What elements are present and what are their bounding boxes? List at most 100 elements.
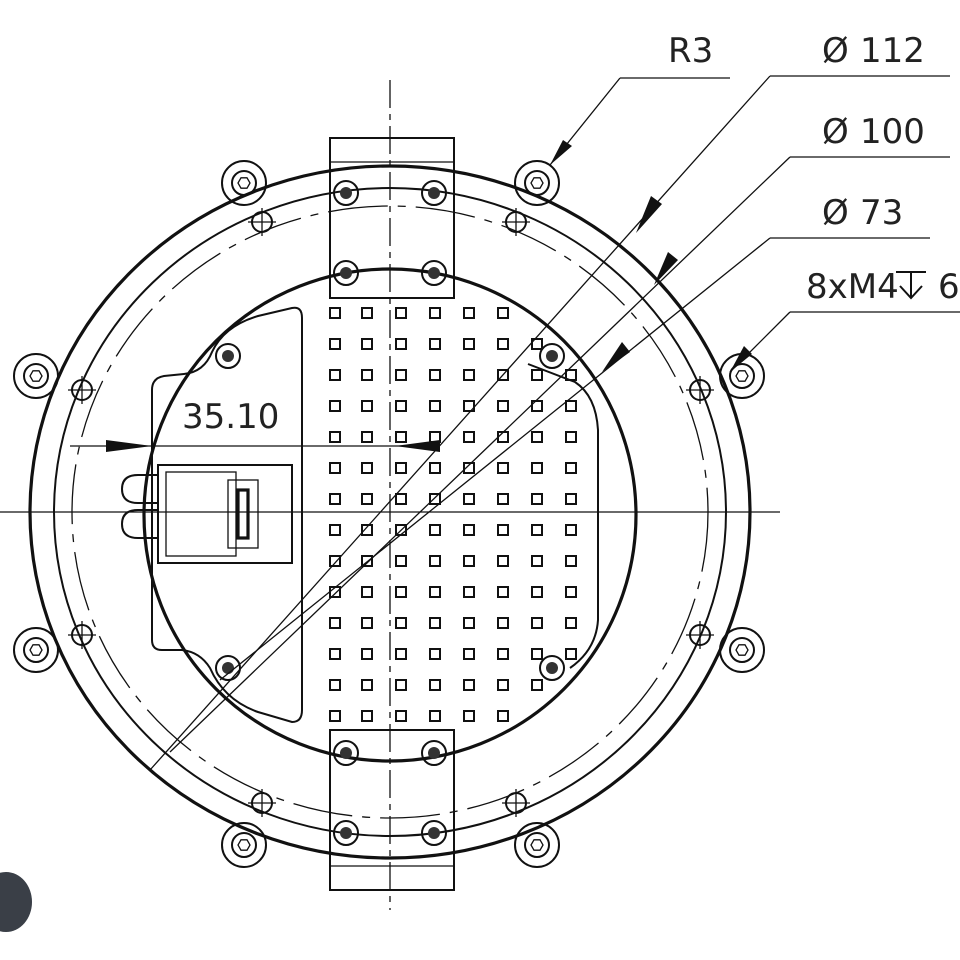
grid-cell bbox=[395, 307, 407, 319]
grid-cell bbox=[329, 710, 341, 722]
dia-mid-label: 100 bbox=[860, 112, 925, 152]
dia-symbol-73: Ø bbox=[822, 193, 849, 233]
screw-icon bbox=[333, 740, 359, 766]
screw-icon bbox=[421, 820, 447, 846]
depth-icon bbox=[896, 271, 926, 300]
grid-cell bbox=[329, 679, 341, 691]
grid-cell bbox=[395, 555, 407, 567]
screw-icon bbox=[333, 180, 359, 206]
mount-hole-icon bbox=[686, 621, 714, 649]
grid-cell bbox=[565, 586, 577, 598]
grid-cell bbox=[361, 648, 373, 660]
dia-inner-label: 73 bbox=[860, 193, 903, 233]
grid-cell bbox=[329, 555, 341, 567]
grid-cell bbox=[497, 338, 509, 350]
grid-cell bbox=[429, 307, 441, 319]
grid-cell bbox=[429, 586, 441, 598]
grid-cell bbox=[429, 493, 441, 505]
grid-cell bbox=[565, 493, 577, 505]
grid-cell bbox=[565, 462, 577, 474]
grid-cell bbox=[395, 369, 407, 381]
grid-cell bbox=[361, 555, 373, 567]
grid-cell bbox=[565, 400, 577, 412]
grid-cell bbox=[497, 307, 509, 319]
grid-cell bbox=[531, 462, 543, 474]
grid-cell bbox=[329, 369, 341, 381]
grid-cell bbox=[497, 648, 509, 660]
grid-cell bbox=[531, 679, 543, 691]
grid-cell bbox=[497, 555, 509, 567]
radius-label: R3 bbox=[668, 31, 713, 71]
grid-cell bbox=[497, 710, 509, 722]
grid-cell bbox=[531, 617, 543, 629]
grid-cell bbox=[429, 338, 441, 350]
grid-cell bbox=[497, 369, 509, 381]
bolt-hole-icon bbox=[13, 353, 59, 399]
bolt-hole-icon bbox=[514, 160, 560, 206]
grid-cell bbox=[329, 462, 341, 474]
inner-plate bbox=[142, 267, 638, 763]
screw-icon bbox=[215, 343, 241, 369]
mount-hole-icon bbox=[68, 376, 96, 404]
grid-cell bbox=[395, 431, 407, 443]
grid-cell bbox=[531, 493, 543, 505]
grid-cell bbox=[395, 462, 407, 474]
grid-cell bbox=[429, 462, 441, 474]
grid-cell bbox=[531, 555, 543, 567]
grid-cell bbox=[463, 338, 475, 350]
grid-cell bbox=[329, 400, 341, 412]
grid-cell bbox=[497, 617, 509, 629]
grid-cell bbox=[395, 648, 407, 660]
grid-cell bbox=[497, 586, 509, 598]
mount-hole-icon bbox=[502, 789, 530, 817]
bolt-hole-icon bbox=[221, 822, 267, 868]
grid-cell bbox=[361, 586, 373, 598]
dimension-labels: R3 Ø 112 Ø 100 Ø 73 8xM4 6 35.10 bbox=[182, 31, 960, 437]
thread-depth-label: 6 bbox=[938, 267, 960, 307]
screw-icon bbox=[333, 260, 359, 286]
grid-cell bbox=[395, 710, 407, 722]
dia-symbol-112: Ø bbox=[822, 31, 849, 71]
grid-cell bbox=[329, 493, 341, 505]
grid-cell bbox=[429, 679, 441, 691]
grid-cell bbox=[497, 431, 509, 443]
screw-icon bbox=[215, 655, 241, 681]
grid-cell bbox=[565, 555, 577, 567]
grid-cell bbox=[361, 307, 373, 319]
grid-cell bbox=[329, 648, 341, 660]
grid-cell bbox=[429, 710, 441, 722]
grid-cell bbox=[463, 648, 475, 660]
grid-cell bbox=[565, 524, 577, 536]
grid-cell bbox=[361, 338, 373, 350]
grid-cell bbox=[463, 462, 475, 474]
grid-cell bbox=[329, 617, 341, 629]
mount-hole-icon bbox=[686, 376, 714, 404]
bolt-hole-icon bbox=[514, 822, 560, 868]
grid-cell bbox=[497, 679, 509, 691]
grid-cell bbox=[361, 431, 373, 443]
rail-bottom bbox=[329, 729, 455, 891]
grid-cell bbox=[565, 431, 577, 443]
grid-cell bbox=[531, 586, 543, 598]
offset-label: 35.10 bbox=[182, 397, 279, 437]
inner-screws bbox=[215, 180, 565, 846]
grid-cell bbox=[463, 307, 475, 319]
screw-icon bbox=[333, 820, 359, 846]
grid-cell bbox=[361, 400, 373, 412]
grid-cell bbox=[497, 400, 509, 412]
dia-outer-label: 112 bbox=[860, 31, 925, 71]
outer-flange bbox=[28, 164, 752, 860]
grid-cell bbox=[531, 431, 543, 443]
grid-cell bbox=[565, 617, 577, 629]
grid-cell bbox=[395, 679, 407, 691]
bolt-hole-icon bbox=[719, 627, 765, 673]
grid-cell bbox=[429, 555, 441, 567]
grid-cell bbox=[463, 710, 475, 722]
grid-cell bbox=[429, 617, 441, 629]
grid-cell bbox=[497, 493, 509, 505]
mount-hole-icon bbox=[248, 789, 276, 817]
mount-hole-icon bbox=[68, 621, 96, 649]
screw-icon bbox=[421, 180, 447, 206]
mount-hole-icon bbox=[502, 208, 530, 236]
